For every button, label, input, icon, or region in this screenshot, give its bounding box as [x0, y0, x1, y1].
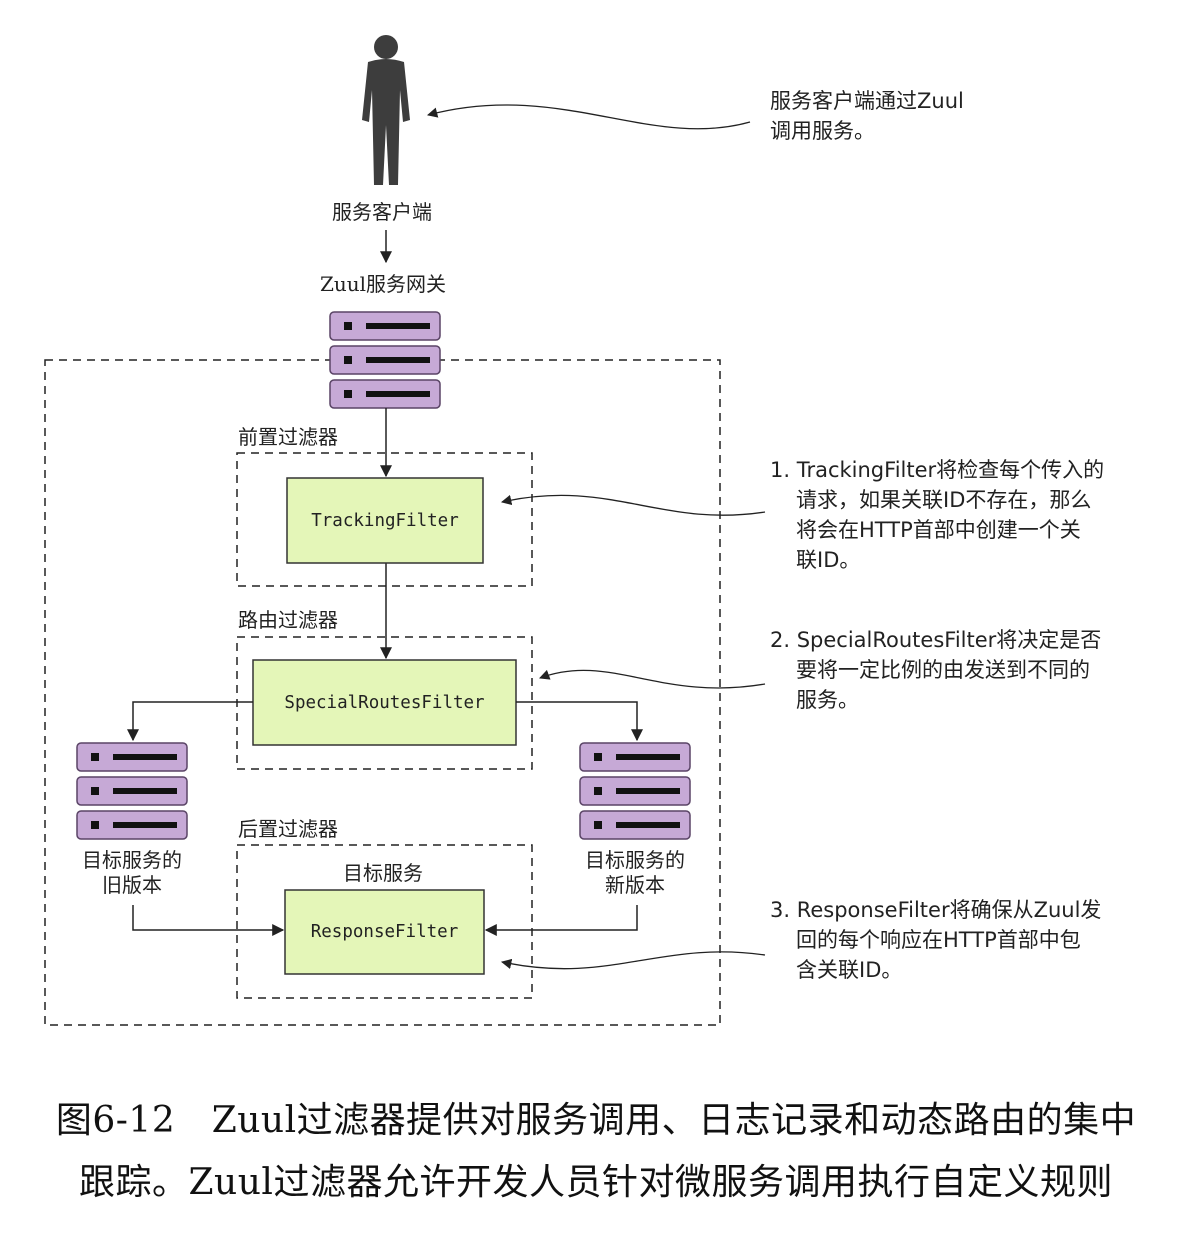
routes-note: 2. SpecialRoutesFilter将决定是否 要将一定比例的由发送到不… [770, 625, 1101, 715]
new-service-label-line1: 目标服务的 [585, 848, 685, 872]
client-note-line1: 服务客户端通过Zuul [770, 89, 964, 113]
caption-line2: 跟踪。Zuul过滤器允许开发人员针对微服务调用执行自定义规则 [79, 1162, 1113, 1203]
pre-filter-label: 前置过滤器 [238, 425, 338, 449]
routes-note-line2: 要将一定比例的由发送到不同的 [796, 658, 1090, 682]
response-filter-box [284, 889, 485, 975]
special-routes-filter-box [252, 659, 517, 746]
response-note-line2: 回的每个响应在HTTP首部中包 [796, 928, 1081, 952]
tracking-note: 1. TrackingFilter将检查每个传入的 请求，如果关联ID不存在，那… [770, 455, 1104, 575]
client-note: 服务客户端通过Zuul 调用服务。 [770, 86, 964, 146]
figure-caption: 图6-12 Zuul过滤器提供对服务调用、日志记录和动态路由的集中 跟踪。Zuu… [40, 1090, 1152, 1214]
routes-to-old-service-arrow [127, 701, 253, 742]
gateway-server-stack [329, 311, 441, 409]
new-service-label: 目标服务的 新版本 [575, 848, 695, 898]
client-note-line2: 调用服务。 [770, 119, 875, 143]
new-service-label-line2: 新版本 [605, 873, 665, 897]
route-filter-label: 路由过滤器 [238, 608, 338, 632]
post-filter-region [236, 844, 533, 999]
tracking-filter-box [286, 477, 484, 564]
routes-to-new-service-arrow [516, 701, 643, 742]
gateway-label: Zuul服务网关 [320, 272, 447, 296]
caption-line1: 图6-12 Zuul过滤器提供对服务调用、日志记录和动态路由的集中 [55, 1100, 1137, 1141]
pre-filter-region [236, 452, 533, 587]
tracking-note-line2: 请求，如果关联ID不存在，那么 [796, 488, 1092, 512]
target-service-label: 目标服务 [343, 861, 423, 885]
routes-note-line1: 2. SpecialRoutesFilter将决定是否 [770, 628, 1102, 652]
response-note-line3: 含关联ID。 [796, 958, 903, 982]
old-service-server-stack [76, 742, 188, 840]
client-callout-curve [426, 104, 751, 130]
response-note: 3. ResponseFilter将确保从Zuul发 回的每个响应在HTTP首部… [770, 895, 1101, 985]
route-filter-region [236, 636, 533, 770]
tracking-note-line4: 联ID。 [796, 548, 861, 572]
tracking-filter-label: TrackingFilter [311, 510, 459, 531]
post-filter-label: 后置过滤器 [238, 817, 338, 841]
new-service-to-response-arrow [484, 905, 638, 936]
tracking-callout-curve [500, 494, 766, 516]
special-routes-filter-label: SpecialRoutesFilter [284, 692, 485, 713]
routes-note-line3: 服务。 [796, 688, 859, 712]
tracking-note-line1: 1. TrackingFilter将检查每个传入的 [770, 458, 1105, 482]
old-service-label: 目标服务的 旧版本 [72, 848, 192, 898]
response-callout-curve [500, 951, 766, 970]
client-label: 服务客户端 [332, 200, 432, 224]
new-service-server-stack [579, 742, 691, 840]
response-filter-label: ResponseFilter [310, 922, 459, 942]
old-service-label-line1: 目标服务的 [82, 848, 182, 872]
tracking-note-line3: 将会在HTTP首部中创建一个关 [796, 518, 1081, 542]
old-service-to-response-arrow [132, 905, 285, 936]
user-icon [362, 35, 410, 185]
routes-callout-curve [539, 669, 766, 689]
response-note-line1: 3. ResponseFilter将确保从Zuul发 [770, 898, 1102, 922]
old-service-label-line2: 旧版本 [102, 873, 162, 897]
